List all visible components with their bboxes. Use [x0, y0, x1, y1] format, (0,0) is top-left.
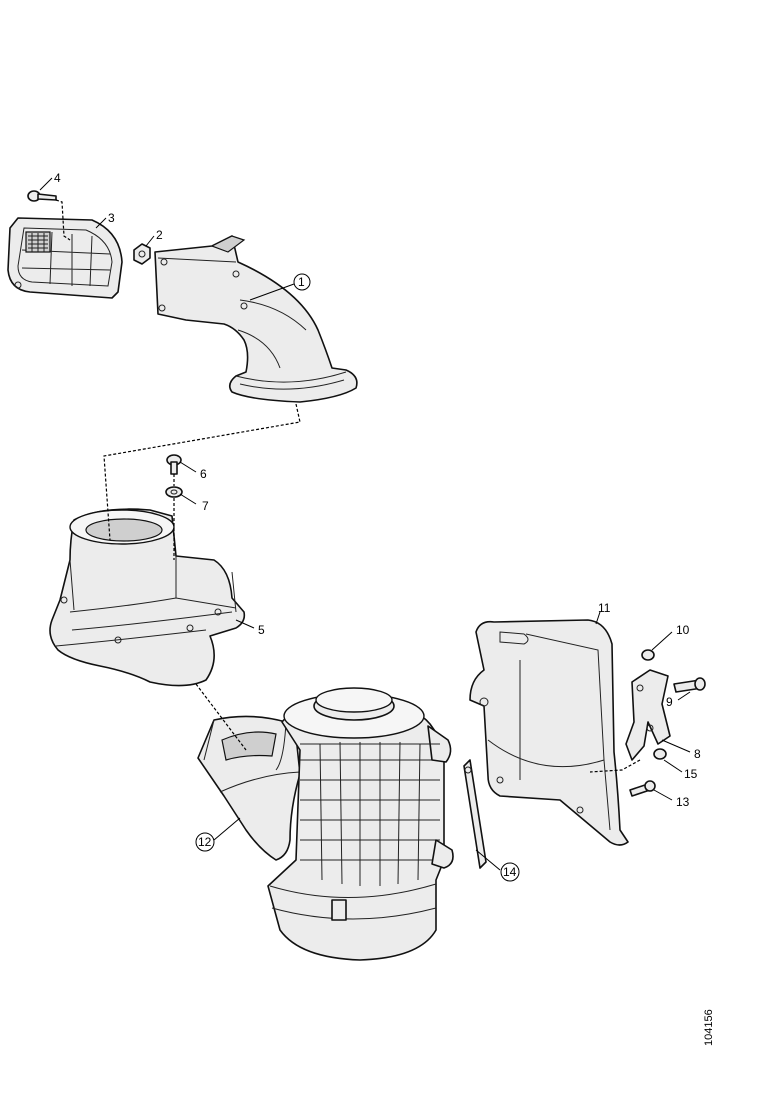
callout-12-circle — [195, 832, 215, 852]
callout-14-circle — [500, 862, 520, 882]
part-1-intake-duct — [154, 235, 358, 403]
callout-3: 3 — [108, 211, 115, 225]
callout-6: 6 — [200, 467, 207, 481]
callout-9: 9 — [666, 695, 673, 709]
leader-lines — [39, 177, 691, 871]
part-3-grille — [7, 217, 123, 299]
callout-4: 4 — [54, 171, 61, 185]
callout-14: 14 — [503, 865, 517, 879]
callout-1: 1 — [298, 275, 305, 289]
callout-8: 8 — [694, 747, 701, 761]
part-15-nut — [653, 748, 667, 760]
part-13-screw — [629, 780, 656, 797]
callout-7: 7 — [202, 499, 209, 513]
callout-2: 2 — [156, 228, 163, 242]
part-12-inlet-elbow — [197, 715, 301, 861]
callout-5: 5 — [258, 623, 265, 637]
part-5-housing — [49, 508, 246, 687]
reference-number: 104156 — [703, 1009, 715, 1046]
part-11-shield-panel — [469, 619, 629, 846]
callout-12: 12 — [198, 835, 212, 849]
callouts: 4 3 2 1 6 7 5 11 10 9 8 15 13 14 12 — [54, 171, 701, 882]
part-8-bracket — [625, 669, 671, 761]
callout-15: 15 — [684, 767, 698, 781]
callout-13: 13 — [676, 795, 690, 809]
part-7-washer — [165, 486, 183, 498]
callout-10: 10 — [676, 623, 690, 637]
part-9-bolt — [673, 677, 706, 693]
part-6-bolt — [166, 454, 182, 475]
callout-1-circle — [293, 273, 311, 291]
part-10-nut — [641, 649, 655, 661]
part-2-nut — [133, 243, 151, 265]
callout-11: 11 — [598, 601, 611, 615]
part-14-strap — [463, 759, 487, 869]
alignment-lines — [55, 199, 641, 773]
part-4-screw — [27, 190, 57, 202]
air-cleaner-body — [267, 687, 454, 961]
